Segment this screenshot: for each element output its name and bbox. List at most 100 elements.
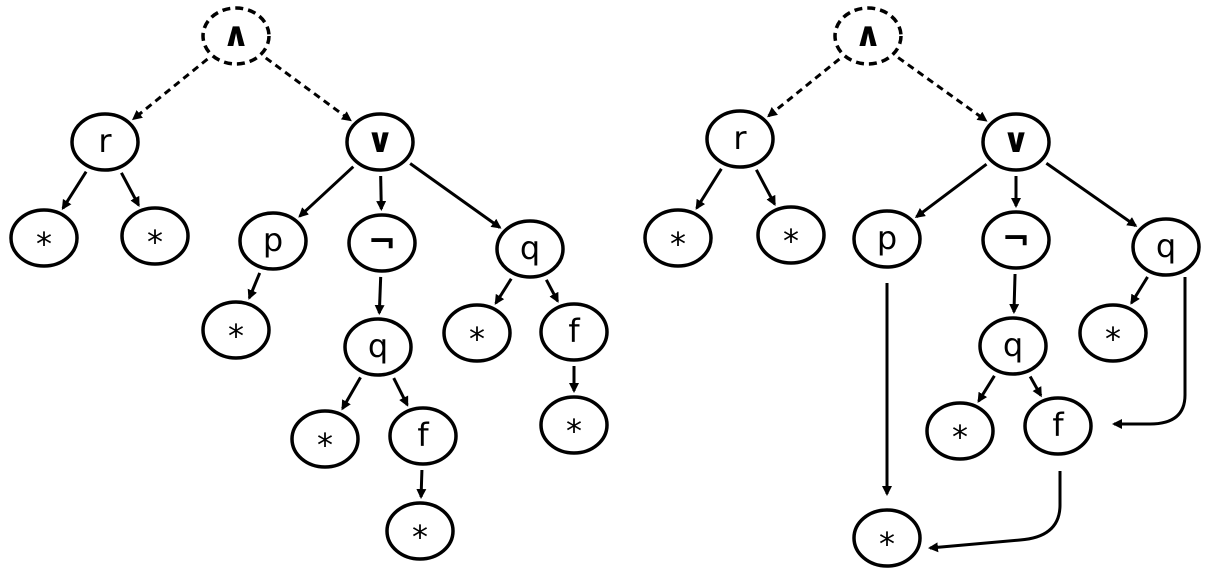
edge-L_or-to-L_q2 xyxy=(409,162,502,229)
node-L_q2: q xyxy=(495,219,565,279)
node-shape-L_p xyxy=(238,211,308,271)
node-label-L_f2: f xyxy=(568,312,580,350)
edge-R_q2-to-R_f1 xyxy=(1112,277,1187,429)
edge-R_q2-to-R_s6 xyxy=(1130,276,1149,305)
node-label-R_s5: * xyxy=(879,525,895,563)
edge-R_or-to-R_p xyxy=(914,162,988,219)
node-L_s6: * xyxy=(442,303,512,363)
edge-L_and-to-L_or xyxy=(264,56,352,122)
edge-R_r-to-R_s1 xyxy=(695,168,723,210)
node-shape-L_q2 xyxy=(495,219,565,279)
edge-L_q2-to-L_s6 xyxy=(494,277,513,305)
node-shape-R_f1 xyxy=(1023,396,1093,456)
node-label-L_not: ¬ xyxy=(368,222,397,262)
nodes-layer: ∧r**∨p*¬q*f*q*f*∧r**∨p¬q*fq** xyxy=(9,6,1201,568)
node-label-R_s1: * xyxy=(670,225,686,263)
node-label-L_s2: * xyxy=(147,223,163,261)
node-label-R_q2: q xyxy=(1156,227,1176,265)
node-L_s4: * xyxy=(290,409,360,469)
node-L_s5: * xyxy=(385,501,455,561)
node-shape-R_and xyxy=(833,6,903,66)
node-R_q2: q xyxy=(1131,217,1201,277)
node-label-R_s4: * xyxy=(952,418,968,456)
edge-L_r-to-L_s2 xyxy=(120,172,140,207)
node-L_s1: * xyxy=(9,208,79,268)
edge-R_f1-to-R_s5 xyxy=(928,471,1062,553)
node-shape-L_or xyxy=(345,112,415,172)
node-label-L_and: ∧ xyxy=(222,15,250,55)
node-shape-R_q1 xyxy=(978,316,1048,376)
edge-R_q1-to-R_f1 xyxy=(1028,375,1043,398)
edge-L_q1-to-L_f1 xyxy=(392,377,409,407)
node-R_f1: f xyxy=(1023,396,1093,456)
node-label-R_s2: * xyxy=(783,222,799,260)
tree-left-nodes: ∧ r * * ∨ p * ¬ q * f * q * f * xyxy=(9,6,609,561)
node-shape-L_s1 xyxy=(9,208,79,268)
edge-L_or-to-L_not xyxy=(376,175,387,212)
node-R_r: r xyxy=(705,109,775,169)
node-label-L_f1: f xyxy=(417,416,429,454)
node-L_or: ∨ xyxy=(345,112,415,172)
edge-R_or-to-R_q2 xyxy=(1045,162,1138,227)
node-shape-L_r xyxy=(70,112,140,172)
tree-left xyxy=(61,56,579,500)
node-R_s1: * xyxy=(643,208,713,268)
node-shape-L_s7 xyxy=(539,395,609,455)
node-L_q1: q xyxy=(343,317,413,377)
node-L_p: p xyxy=(238,211,308,271)
node-shape-L_q1 xyxy=(343,317,413,377)
node-label-L_s4: * xyxy=(317,426,333,464)
node-label-L_r: r xyxy=(98,122,112,160)
node-label-L_s5: * xyxy=(412,518,428,556)
node-L_and: ∧ xyxy=(201,6,271,66)
node-label-R_q1: q xyxy=(1003,326,1023,364)
edge-L_f1-to-L_s5 xyxy=(416,469,427,500)
edge-R_and-to-R_r xyxy=(767,57,841,118)
edge-L_p-to-L_s3 xyxy=(247,272,262,300)
node-L_s3: * xyxy=(201,300,271,360)
edge-R_not-to-R_q1 xyxy=(1009,273,1020,315)
edge-L_or-to-L_p xyxy=(298,165,355,218)
node-label-R_or: ∨ xyxy=(1002,121,1030,161)
node-label-R_p: p xyxy=(877,219,897,257)
node-R_q1: q xyxy=(978,316,1048,376)
node-R_and: ∧ xyxy=(833,6,903,66)
node-shape-L_f1 xyxy=(388,406,458,466)
node-L_s7: * xyxy=(539,395,609,455)
node-shape-L_s2 xyxy=(120,206,190,266)
node-shape-R_s6 xyxy=(1078,303,1148,363)
node-R_s4: * xyxy=(925,401,995,461)
node-shape-L_s4 xyxy=(290,409,360,469)
node-label-R_s6: * xyxy=(1105,320,1121,358)
node-shape-R_q2 xyxy=(1131,217,1201,277)
node-label-L_p: p xyxy=(263,221,283,259)
node-shape-L_s6 xyxy=(442,303,512,363)
node-R_not: ¬ xyxy=(981,210,1051,270)
node-L_not: ¬ xyxy=(347,213,417,273)
node-L_s2: * xyxy=(120,206,190,266)
node-label-R_and: ∧ xyxy=(854,15,882,55)
tree-right-nodes: ∧r**∨p¬q*fq** xyxy=(643,6,1201,568)
node-R_s2: * xyxy=(756,205,826,265)
node-label-L_s7: * xyxy=(566,412,582,450)
node-label-L_s6: * xyxy=(469,320,485,358)
node-R_p: p xyxy=(852,209,922,269)
node-shape-L_and xyxy=(201,6,271,66)
edge-R_r-to-R_s2 xyxy=(755,169,776,206)
edge-L_and-to-L_r xyxy=(131,57,209,121)
node-L_f1: f xyxy=(388,406,458,466)
node-R_s5: * xyxy=(852,508,922,568)
node-shape-L_f2 xyxy=(539,302,609,362)
edge-L_q2-to-L_f2 xyxy=(545,279,559,303)
node-shape-L_s3 xyxy=(201,300,271,360)
tree-right xyxy=(695,56,1187,553)
node-shape-R_s1 xyxy=(643,208,713,268)
node-R_s6: * xyxy=(1078,303,1148,363)
node-L_f2: f xyxy=(539,302,609,362)
node-shape-R_s4 xyxy=(925,401,995,461)
edge-L_not-to-L_q1 xyxy=(374,276,385,316)
node-label-L_s1: * xyxy=(36,225,52,263)
edge-L_q1-to-L_s4 xyxy=(341,376,362,411)
node-L_r: r xyxy=(70,112,140,172)
